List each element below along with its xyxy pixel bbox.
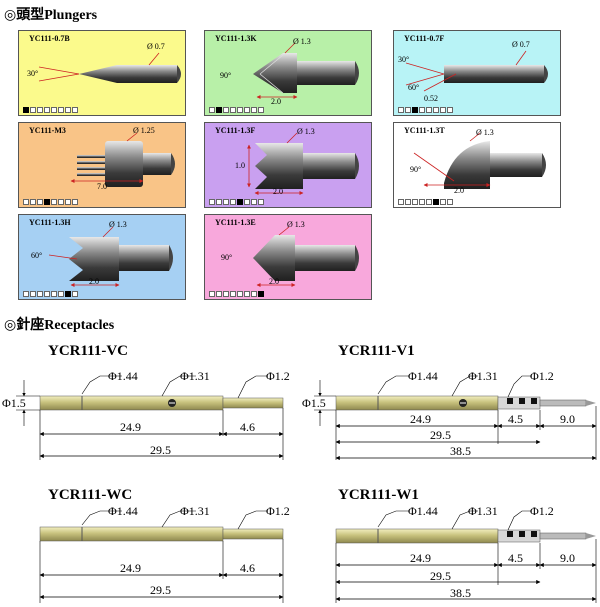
plunger-code: YC111-1.3F [215, 126, 256, 135]
length-total: 38.5 [450, 586, 471, 600]
plunger-length: 2.0 [89, 277, 99, 286]
plunger-angle: 60° [31, 251, 43, 260]
receptacle-drawing-w1 [335, 510, 597, 603]
side-diameter: Φ1.5 [2, 396, 26, 410]
plunger-drawing [48, 226, 173, 287]
plunger-angle: 90° [221, 253, 233, 262]
plunger-card-1.3e[interactable]: YC111-1.3E Ø 1.3 90° 2.0 [204, 214, 372, 300]
plunger-length: 2.0 [269, 277, 279, 286]
plunger-diameter: Ø 1.3 [287, 220, 305, 229]
series-indicator [23, 107, 78, 113]
series-indicator [209, 107, 264, 113]
diameter-3: Φ1.2 [266, 504, 290, 518]
plunger-card-1.3t[interactable]: YC111-1.3T Ø 1.3 90° 2.0 [393, 122, 561, 208]
length-a: 24.9 [410, 551, 431, 565]
length-b: 4.5 [508, 412, 523, 426]
plunger-code: YC111-1.3H [29, 218, 71, 227]
plunger-drawing [405, 50, 548, 92]
receptacle-drawing-vc [16, 375, 284, 460]
plunger-diameter: Ø 1.3 [293, 37, 311, 46]
plunger-card-0.7b[interactable]: YC111-0.7B Ø 0.7 30° [18, 30, 186, 116]
diameter-3: Φ1.2 [530, 369, 554, 383]
plunger-code: YC111-M3 [29, 126, 66, 135]
length-c: 9.0 [560, 412, 575, 426]
plunger-diameter: Ø 1.3 [297, 127, 315, 136]
length-b: 4.6 [240, 420, 255, 434]
plunger-angle-secondary: 60° [408, 83, 420, 92]
plunger-drawing [38, 52, 181, 83]
receptacles-section-title: ◎針座Receptacles [4, 318, 115, 333]
plunger-length: 2.0 [271, 97, 281, 106]
length-a: 24.9 [410, 412, 431, 426]
plunger-drawing [413, 132, 546, 189]
plunger-diameter: Ø 1.25 [133, 126, 155, 135]
plunger-angle: 90° [220, 71, 232, 80]
receptacle-title: YCR111-WC [48, 487, 133, 503]
length-a: 24.9 [120, 420, 141, 434]
length-total: 38.5 [450, 444, 471, 458]
plungers-section-title: ◎頭型Plungers [4, 8, 98, 23]
plunger-angle: 30° [27, 69, 39, 78]
series-indicator [209, 199, 264, 205]
series-indicator [209, 291, 264, 297]
length-mid: 29.5 [430, 569, 451, 583]
diameter-2: Φ1.31 [468, 504, 498, 518]
length-total: 29.5 [150, 443, 171, 457]
receptacle-title: YCR111-W1 [338, 487, 419, 503]
diameter-1: Φ1.44 [108, 504, 138, 518]
series-indicator [23, 291, 78, 297]
diameter-3: Φ1.2 [530, 504, 554, 518]
plunger-drawing [70, 132, 175, 187]
plunger-length: 7.0 [97, 182, 107, 191]
plunger-diameter: Ø 1.3 [476, 128, 494, 137]
receptacle-title: YCR111-VC [48, 343, 129, 359]
plunger-drawing [247, 132, 359, 195]
series-indicator [23, 199, 78, 205]
plunger-code: YC111-0.7B [29, 34, 70, 43]
plunger-length: 0.52 [424, 94, 438, 103]
plunger-code: YC111-1.3E [215, 218, 256, 227]
diameter-1: Φ1.44 [408, 369, 438, 383]
plunger-diameter: Ø 0.7 [147, 42, 165, 51]
series-indicator [398, 107, 453, 113]
diameter-3: Φ1.2 [266, 369, 290, 383]
series-indicator [398, 199, 453, 205]
diameter-1: Φ1.44 [408, 504, 438, 518]
length-mid: 29.5 [430, 428, 451, 442]
length-total: 29.5 [150, 583, 171, 597]
length-b: 4.5 [508, 551, 523, 565]
plunger-diameter: Ø 0.7 [512, 40, 530, 49]
length-c: 9.0 [560, 551, 575, 565]
plunger-card-m3[interactable]: YC111-M3 Ø 1.25 7.0 [18, 122, 186, 208]
plunger-card-1.3k[interactable]: YC111-1.3K Ø 1.3 90° 2.0 [204, 30, 372, 116]
length-a: 24.9 [120, 561, 141, 575]
plunger-card-0.7f[interactable]: YC111-0.7F Ø 0.7 30° 60° 0.52 [393, 30, 561, 116]
side-diameter: Φ1.5 [302, 396, 326, 410]
length-b: 4.6 [240, 561, 255, 575]
diameter-2: Φ1.31 [180, 369, 210, 383]
plunger-code: YC111-0.7F [404, 34, 445, 43]
plunger-drawing [253, 42, 359, 99]
receptacle-drawing-wc [39, 510, 284, 603]
receptacle-drawing-v1 [314, 375, 597, 461]
diameter-2: Φ1.31 [468, 369, 498, 383]
plunger-length: 2.0 [454, 186, 464, 195]
plunger-height: 1.0 [235, 161, 245, 170]
diameter-2: Φ1.31 [180, 504, 210, 518]
plunger-card-1.3h[interactable]: YC111-1.3H Ø 1.3 60° 2.0 [18, 214, 186, 300]
plunger-code: YC111-1.3K [215, 34, 257, 43]
plunger-diameter: Ø 1.3 [109, 220, 127, 229]
plunger-drawing [253, 226, 359, 287]
plunger-angle: 90° [410, 165, 422, 174]
plunger-angle: 30° [398, 55, 410, 64]
plunger-length: 2.0 [273, 187, 283, 196]
receptacle-title: YCR111-V1 [338, 343, 415, 359]
plunger-code: YC111-1.3T [404, 126, 445, 135]
diameter-1: Φ1.44 [108, 369, 138, 383]
plunger-card-1.3f[interactable]: YC111-1.3F Ø 1.3 1.0 2.0 [204, 122, 372, 208]
